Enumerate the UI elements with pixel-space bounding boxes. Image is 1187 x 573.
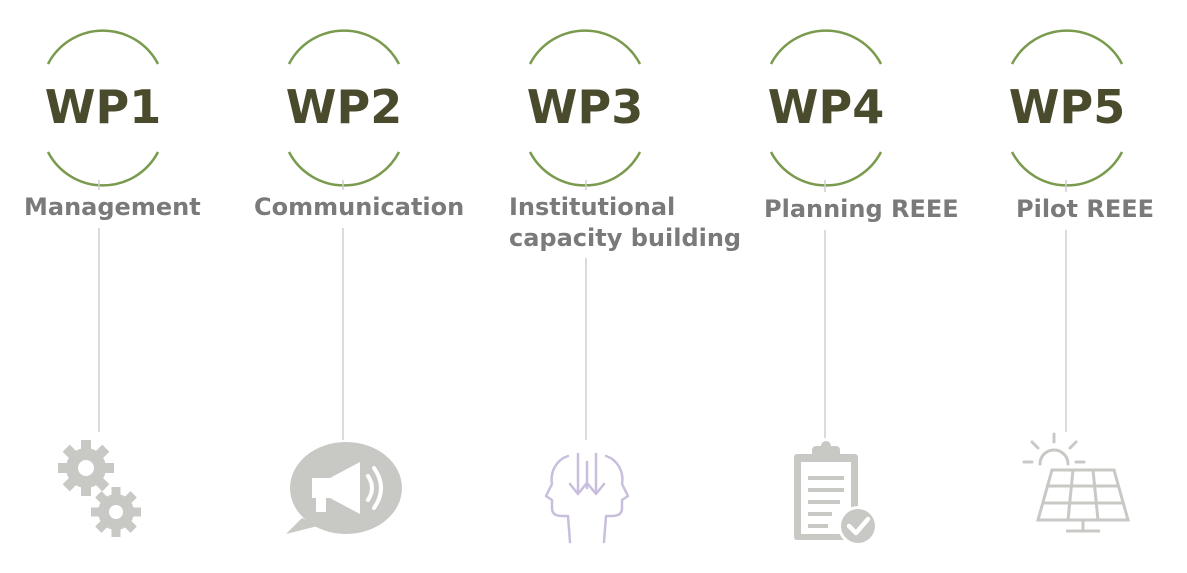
- head-arrows-icon: [544, 452, 630, 544]
- wp2-code: WP2: [285, 80, 403, 134]
- wp2-title: Communication: [254, 193, 465, 221]
- wp4-bottom-arc: [769, 151, 883, 187]
- wp5-bottom-arc: [1010, 151, 1124, 187]
- wp3-top-arc: [528, 29, 642, 65]
- wp2-top-arc: [287, 29, 401, 65]
- wp5-code: WP5: [1008, 80, 1126, 134]
- wp1-top-arc: [46, 29, 160, 65]
- wp5-title: Pilot REEE: [1016, 195, 1155, 223]
- wp3-code: WP3: [526, 80, 644, 134]
- wp5-top-arc: [1010, 29, 1124, 65]
- wp1-code: WP1: [44, 80, 162, 134]
- wp3-title-line-1: Institutional: [509, 193, 676, 221]
- wp4-top-arc: [769, 29, 883, 65]
- wp4-code: WP4: [767, 80, 885, 134]
- wp3-title-line-2: capacity building: [509, 224, 742, 252]
- megaphone-speech-bubble-icon: [286, 442, 402, 534]
- clipboard-check-icon: [794, 441, 878, 546]
- wp3-bottom-arc: [528, 151, 642, 187]
- gears-icon: [58, 440, 141, 537]
- wp1-bottom-arc: [46, 151, 160, 187]
- solar-panel-icon: [1022, 432, 1130, 533]
- wp2-bottom-arc: [287, 151, 401, 187]
- wp4-title: Planning REEE: [764, 195, 959, 223]
- wp1-title: Management: [24, 193, 201, 221]
